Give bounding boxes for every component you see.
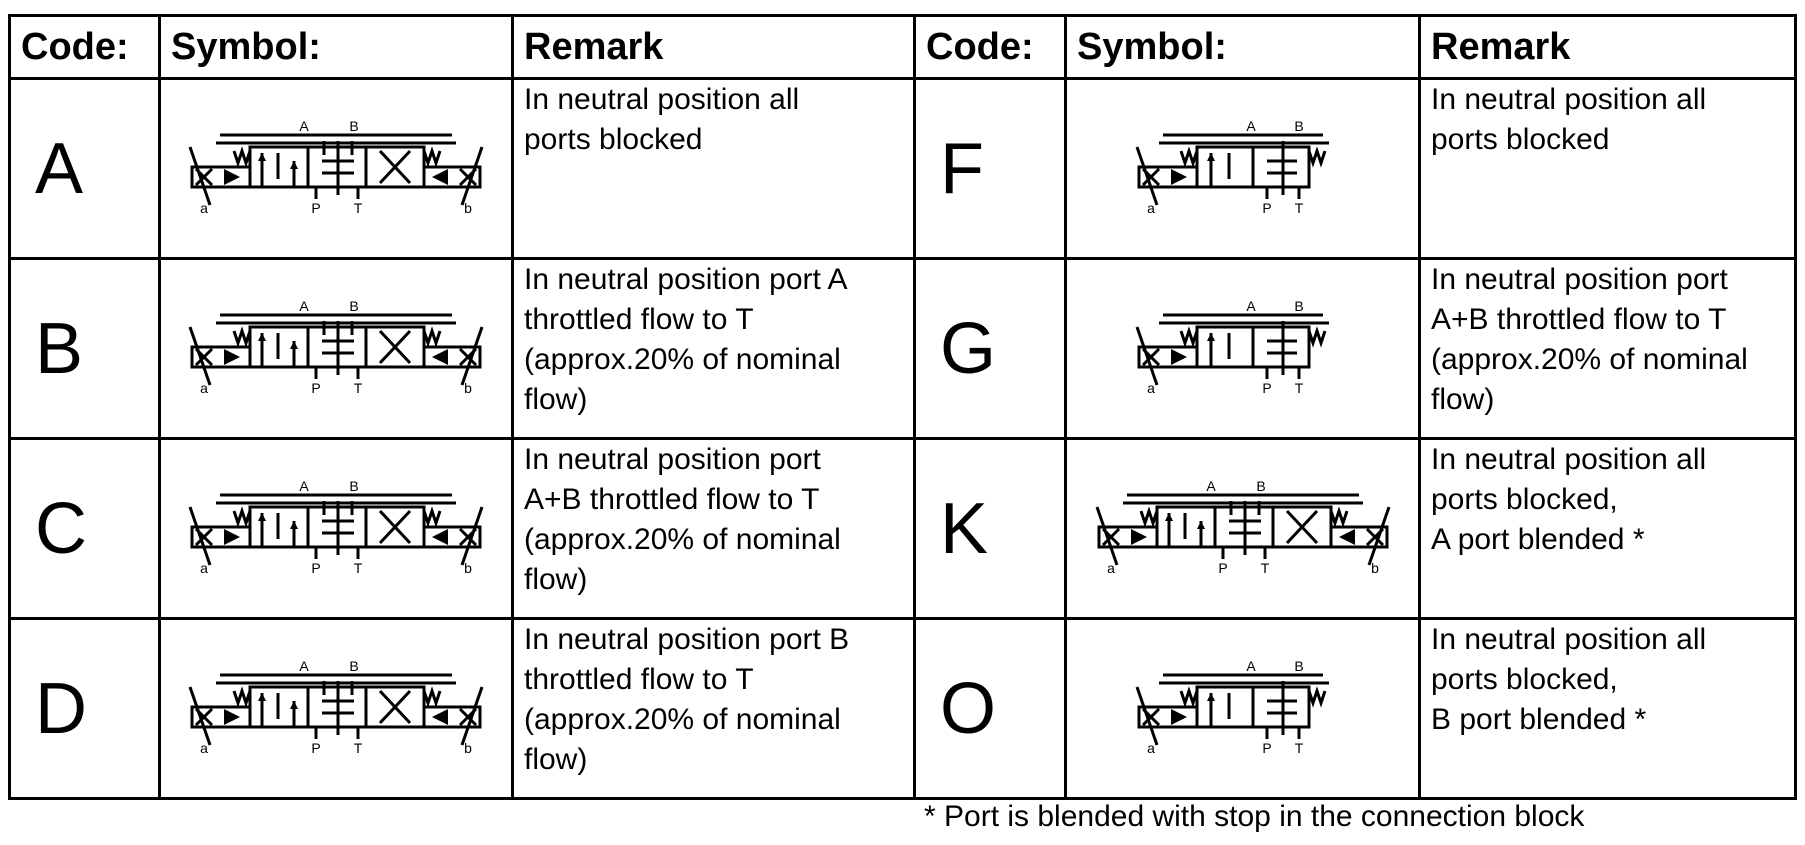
- port-label-b: B: [349, 481, 358, 494]
- port-label-b: B: [349, 301, 358, 314]
- port-label-sol-a: a: [200, 380, 208, 396]
- header-code-left: Code:: [8, 14, 161, 80]
- port-label-sol-b: b: [464, 380, 472, 396]
- header-remark-left: Remark: [511, 14, 916, 80]
- remark-text: In neutral position port A+B throttled f…: [524, 443, 841, 596]
- port-label-a: A: [1246, 121, 1256, 134]
- port-label-a: A: [299, 481, 309, 494]
- port-label-sol-a: a: [200, 740, 208, 756]
- code-cell: K: [913, 437, 1067, 620]
- remark-text: In neutral position all ports blocked: [524, 83, 800, 156]
- code-cell: B: [8, 257, 161, 440]
- port-label-b: B: [1294, 301, 1303, 314]
- remark-text: In neutral position all ports blocked, B…: [1431, 623, 1707, 736]
- port-label-t: T: [354, 740, 363, 756]
- port-label-b: B: [1294, 121, 1303, 134]
- remark-text: In neutral position port A throttled flo…: [524, 263, 848, 416]
- double-solenoid-valve-icon: A B P Ta b: [188, 301, 484, 396]
- remark-text: In neutral position all ports blocked: [1431, 83, 1707, 156]
- port-label-t: T: [1294, 380, 1303, 396]
- double-solenoid-valve-icon: A B P Ta b: [188, 661, 484, 756]
- header-remark-right: Remark: [1418, 14, 1797, 80]
- double-solenoid-valve-icon: A B P Ta b: [1095, 481, 1390, 576]
- port-label-sol-b: b: [464, 200, 472, 216]
- port-label-b: B: [349, 121, 358, 134]
- port-label-p: P: [311, 380, 320, 396]
- double-solenoid-valve-icon: A B P Ta b: [188, 121, 484, 216]
- port-label-sol-b: b: [464, 560, 472, 576]
- port-label-t: T: [1260, 560, 1269, 576]
- port-label-a: A: [1246, 301, 1256, 314]
- remark-cell: In neutral position port A+B throttled f…: [1418, 257, 1797, 440]
- port-label-sol-b: b: [464, 740, 472, 756]
- table-row: A: [8, 77, 1797, 260]
- code-cell: F: [913, 77, 1067, 260]
- port-label-p: P: [1262, 380, 1271, 396]
- port-label-sol-a: a: [1147, 740, 1155, 756]
- table-row: C: [8, 437, 1797, 620]
- code-cell: O: [913, 617, 1067, 800]
- port-label-p: P: [1262, 740, 1271, 756]
- port-label-sol-b: b: [1371, 560, 1379, 576]
- port-label-t: T: [1294, 200, 1303, 216]
- remark-cell: In neutral position all ports blocked, B…: [1418, 617, 1797, 800]
- port-label-t: T: [1294, 740, 1303, 756]
- header-code-right: Code:: [913, 14, 1067, 80]
- port-label-p: P: [311, 740, 320, 756]
- header-symbol-right: Symbol:: [1064, 14, 1421, 80]
- port-label-p: P: [311, 560, 320, 576]
- port-label-sol-a: a: [200, 200, 208, 216]
- single-solenoid-valve-icon: A B P Ta: [1135, 661, 1329, 756]
- table-row: D: [8, 617, 1797, 800]
- remark-cell: In neutral position port A+B throttled f…: [511, 437, 916, 620]
- remark-cell: In neutral position all ports blocked, A…: [1418, 437, 1797, 620]
- remark-cell: In neutral position all ports blocked: [1418, 77, 1797, 260]
- port-label-p: P: [311, 200, 320, 216]
- remark-cell: In neutral position all ports blocked: [511, 77, 916, 260]
- code-cell: A: [8, 77, 161, 260]
- port-label-b: B: [1256, 481, 1265, 494]
- port-label-t: T: [354, 380, 363, 396]
- remark-text: In neutral position port A+B throttled f…: [1431, 263, 1748, 416]
- remark-text: In neutral position all ports blocked, A…: [1431, 443, 1707, 556]
- single-solenoid-valve-icon: A B P Ta: [1135, 301, 1329, 396]
- single-solenoid-valve-icon: A B P Ta: [1135, 121, 1329, 216]
- code-cell: D: [8, 617, 161, 800]
- port-label-sol-a: a: [1147, 380, 1155, 396]
- code-cell: C: [8, 437, 161, 620]
- remark-cell: In neutral position port B throttled flo…: [511, 617, 916, 800]
- valve-code-table: Code: Symbol: Remark Code: Symbol: Remar…: [8, 14, 1797, 800]
- port-label-b: B: [1294, 661, 1303, 674]
- table-row: B: [8, 257, 1797, 440]
- port-label-p: P: [1262, 200, 1271, 216]
- port-label-a: A: [299, 661, 309, 674]
- port-label-a: A: [1206, 481, 1216, 494]
- port-label-b: B: [349, 661, 358, 674]
- port-label-t: T: [354, 560, 363, 576]
- port-label-sol-a: a: [1147, 200, 1155, 216]
- remark-cell: In neutral position port A throttled flo…: [511, 257, 916, 440]
- port-label-sol-a: a: [1107, 560, 1115, 576]
- remark-text: In neutral position port B throttled flo…: [524, 623, 850, 776]
- port-label-sol-a: a: [200, 560, 208, 576]
- port-label-a: A: [299, 301, 309, 314]
- double-solenoid-valve-icon: A B P Ta b: [188, 481, 484, 576]
- port-label-a: A: [1246, 661, 1256, 674]
- port-label-t: T: [354, 200, 363, 216]
- header-symbol-left: Symbol:: [158, 14, 514, 80]
- footnote: * Port is blended with stop in the conne…: [924, 800, 1585, 833]
- port-label-p: P: [1218, 560, 1227, 576]
- table-header-row: Code: Symbol: Remark Code: Symbol: Remar…: [8, 14, 1797, 80]
- code-cell: G: [913, 257, 1067, 440]
- port-label-a: A: [299, 121, 309, 134]
